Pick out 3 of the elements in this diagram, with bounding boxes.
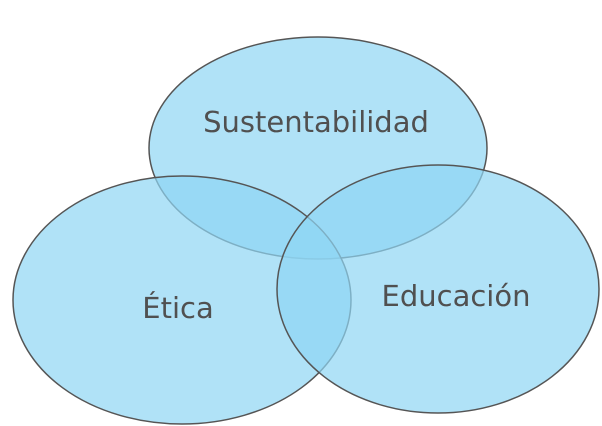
circle-label: Educación bbox=[382, 279, 530, 313]
circle-label: Ética bbox=[142, 291, 214, 325]
circle-label: Sustentabilidad bbox=[203, 105, 429, 139]
